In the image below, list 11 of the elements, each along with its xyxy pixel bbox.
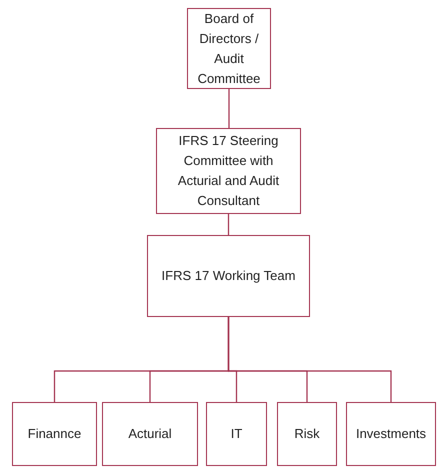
org-box: IFRS 17 Steering Committee with Acturial and Audit Consultant: [156, 128, 301, 214]
org-box: Acturial: [102, 402, 198, 466]
org-box: IFRS 17 Working Team: [147, 235, 310, 317]
org-box: Board of Directors / Audit Committee: [187, 8, 271, 89]
connector-line: [228, 317, 392, 402]
org-box: Investments: [346, 402, 436, 466]
org-box: IT: [206, 402, 267, 466]
connector-line: [228, 89, 230, 128]
org-box: Finannce: [12, 402, 97, 466]
connector-line: [228, 214, 230, 235]
org-box: Risk: [277, 402, 337, 466]
